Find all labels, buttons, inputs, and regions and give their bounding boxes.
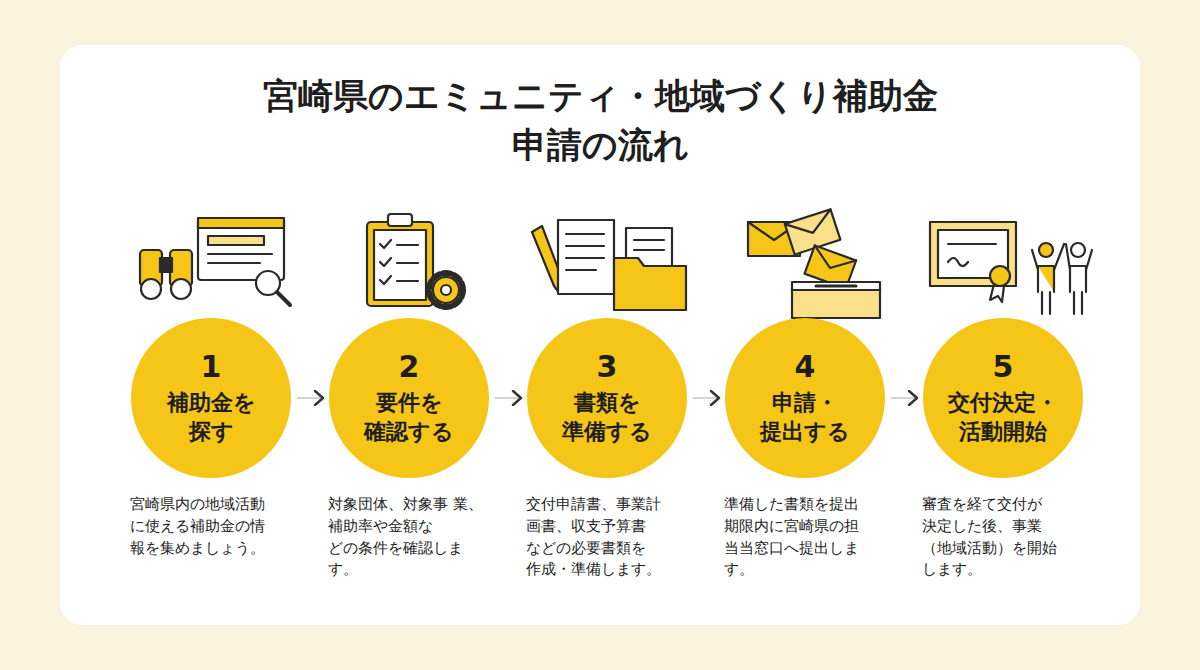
circle-fill	[527, 318, 687, 478]
step-circle: 3 書類を 準備する	[527, 318, 687, 478]
step-heading: 要件を 確認する	[345, 389, 473, 446]
checklist-icon	[367, 214, 463, 307]
step-description: 宮崎県内の地域活動 に使える補助金の情 報を集めましょう。	[130, 494, 290, 559]
step-node: 1 補助金を 探す宮崎県内の地域活動 に使える補助金の情 報を集めましょう。	[122, 318, 302, 559]
step-number: 5	[993, 350, 1014, 383]
step-number: 3	[597, 350, 618, 383]
step-description: 審査を経て交付が 決定した後、事業 （地域活動）を開始 します。	[922, 494, 1082, 581]
step-heading: 申請・ 提出する	[741, 389, 869, 446]
step-number: 4	[795, 350, 816, 383]
title: 宮崎県のエミュニティ・地域づくり補助金 申請の流れ	[190, 72, 1010, 170]
circle-fill	[131, 318, 291, 478]
circle-fill	[725, 318, 885, 478]
circle-text-box: 3 書類を 準備する	[527, 318, 687, 478]
step-arrow	[297, 397, 323, 398]
circle-fill	[923, 318, 1083, 478]
step-description: 対象団体、対象事 業、補助率や金額な どの条件を確認しま す。	[328, 494, 488, 581]
step-number: 2	[399, 350, 420, 383]
step-node: 5 交付決定・ 活動開始審査を経て交付が 決定した後、事業 （地域活動）を開始 し…	[914, 318, 1094, 581]
step-arrow	[495, 397, 521, 398]
step-description: 交付申請書、事業計 画書、収支予算書 などの必要書類を 作成・準備します。	[526, 494, 686, 581]
circle-text-box: 2 要件を 確認する	[329, 318, 489, 478]
circle-text-box: 1 補助金を 探す	[131, 318, 291, 478]
submit-icon	[748, 209, 880, 318]
circle-text-box: 4 申請・ 提出する	[725, 318, 885, 478]
step-node: 2 要件を 確認する対象団体、対象事 業、補助率や金額な どの条件を確認しま す。	[320, 318, 500, 581]
step-node: 3 書類を 準備する交付申請書、事業計 画書、収支予算書 などの必要書類を 作成・…	[518, 318, 698, 581]
step-node: 4 申請・ 提出する準備した書類を提出 期限内に宮崎県の担 当当窓口へ提出しま す…	[716, 318, 896, 581]
circle-fill	[329, 318, 489, 478]
search-icon	[140, 218, 290, 305]
title-box: 宮崎県のエミュニティ・地域づくり補助金 申請の流れ	[100, 72, 1100, 170]
step-circle: 5 交付決定・ 活動開始	[923, 318, 1083, 478]
step-number: 1	[201, 350, 222, 383]
step-arrow	[891, 397, 917, 398]
circle-text-box: 5 交付決定・ 活動開始	[923, 318, 1083, 478]
certificate-icon	[930, 222, 1092, 314]
step-circle: 2 要件を 確認する	[329, 318, 489, 478]
documents-icon	[532, 220, 686, 310]
step-heading: 交付決定・ 活動開始	[939, 389, 1067, 446]
step-heading: 補助金を 探す	[147, 389, 275, 446]
step-description: 準備した書類を提出 期限内に宮崎県の担 当当窓口へ提出しま す。	[724, 494, 884, 581]
step-heading: 書類を 準備する	[543, 389, 671, 446]
step-arrow	[693, 397, 719, 398]
step-circle: 1 補助金を 探す	[131, 318, 291, 478]
step-circle: 4 申請・ 提出する	[725, 318, 885, 478]
